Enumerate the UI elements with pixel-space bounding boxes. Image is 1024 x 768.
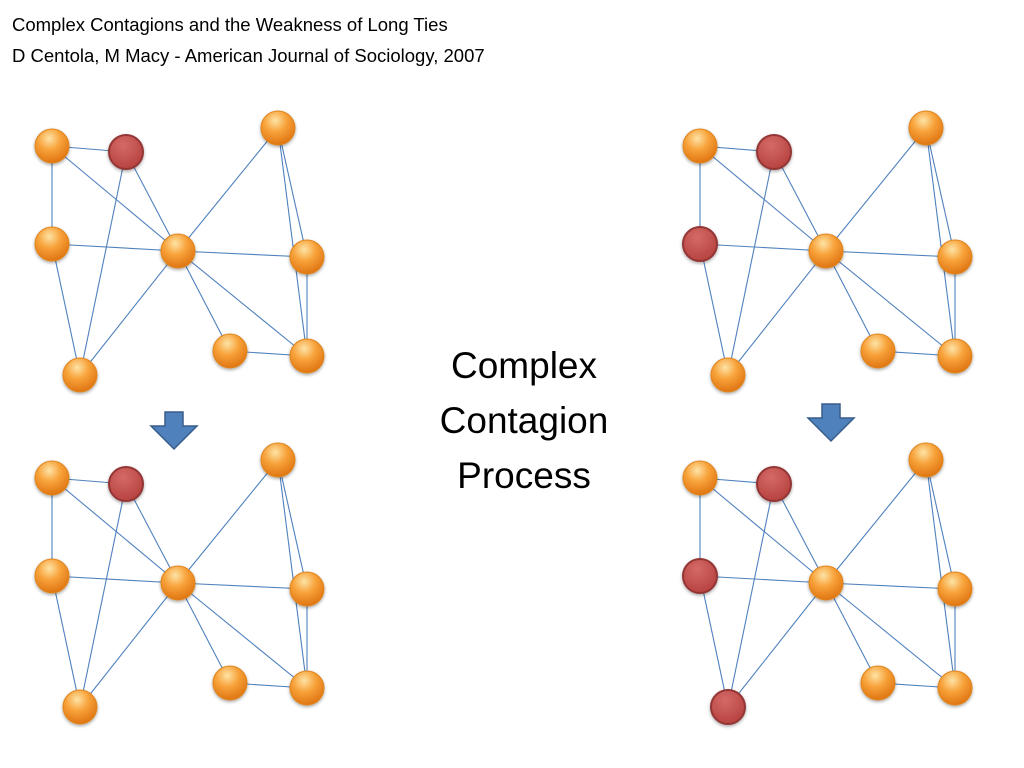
edge-c-d [51,575,81,708]
uninfected-node-e [160,233,196,269]
edge-d-e [727,250,827,376]
edge-b-d [727,151,775,376]
citation: Complex Contagions and the Weakness of L… [12,9,485,71]
uninfected-node-h [289,571,325,607]
uninfected-node-c [34,558,70,594]
uninfected-node-g [212,665,248,701]
edge-e-i [825,250,956,357]
edge-c-e [699,575,827,584]
uninfected-node-d [710,357,746,393]
infected-node-c [682,226,718,262]
network-bottom-right [682,442,973,725]
edge-b-e [773,151,827,252]
caption-line-3: Process [457,455,591,496]
edge-d-e [79,582,179,708]
edge-f-h [277,127,308,258]
edge-e-f [177,459,279,584]
edge-c-d [51,243,81,376]
infected-node-b [108,134,144,170]
edge-b-d [79,483,127,708]
citation-title: Complex Contagions and the Weakness of L… [12,14,448,35]
down-arrow-icon [149,411,199,451]
edge-f-h [277,459,308,590]
uninfected-node-h [937,239,973,275]
edge-b-e [773,483,827,584]
infected-node-b [756,466,792,502]
uninfected-node-d [62,689,98,725]
edge-c-e [51,243,179,252]
edge-f-i [277,127,308,357]
uninfected-node-f [908,442,944,478]
uninfected-node-a [34,128,70,164]
edge-e-g [825,250,879,352]
uninfected-node-e [160,565,196,601]
edge-e-f [825,127,927,252]
edge-e-h [825,250,956,258]
edge-e-h [177,250,308,258]
uninfected-node-i [289,670,325,706]
edge-e-i [825,582,956,689]
edge-f-h [925,127,956,258]
uninfected-node-i [937,338,973,374]
edge-f-i [925,127,956,357]
uninfected-node-c [34,226,70,262]
edge-e-i [177,582,308,689]
caption-line-2: Contagion [439,400,609,441]
uninfected-node-h [289,239,325,275]
down-arrow-icon [806,403,856,443]
edge-a-e [51,477,179,584]
infected-node-d [710,689,746,725]
edge-e-i [177,250,308,357]
edge-d-e [79,250,179,376]
uninfected-node-d [62,357,98,393]
edge-e-g [825,582,879,684]
edge-e-f [177,127,279,252]
uninfected-node-f [908,110,944,146]
edge-c-e [699,243,827,252]
edge-c-d [699,243,729,376]
edge-e-f [825,459,927,584]
infected-node-c [682,558,718,594]
uninfected-node-f [260,110,296,146]
uninfected-node-a [682,128,718,164]
citation-authors: D Centola, M Macy - American Journal of … [12,45,485,66]
edge-d-e [727,582,827,708]
infected-node-b [108,466,144,502]
edge-b-d [79,151,127,376]
edge-e-h [825,582,956,590]
edge-e-g [177,582,231,684]
infected-node-b [756,134,792,170]
uninfected-node-g [212,333,248,369]
edge-b-e [125,483,179,584]
uninfected-node-g [860,333,896,369]
edge-e-h [177,582,308,590]
diagram-caption: Complex Contagion Process [404,338,644,503]
edge-e-g [177,250,231,352]
uninfected-node-f [260,442,296,478]
edge-a-e [51,145,179,252]
uninfected-node-g [860,665,896,701]
edge-c-e [51,575,179,584]
network-top-right [682,110,973,393]
network-bottom-left [34,442,325,725]
edge-b-e [125,151,179,252]
edge-a-e [699,145,827,252]
uninfected-node-i [289,338,325,374]
uninfected-node-a [34,460,70,496]
uninfected-node-h [937,571,973,607]
edge-f-h [925,459,956,590]
caption-line-1: Complex [451,345,597,386]
edge-a-e [699,477,827,584]
uninfected-node-a [682,460,718,496]
edge-c-d [699,575,729,708]
uninfected-node-e [808,233,844,269]
network-top-left [34,110,325,393]
edge-b-d [727,483,775,708]
edge-f-i [277,459,308,689]
uninfected-node-e [808,565,844,601]
uninfected-node-i [937,670,973,706]
edge-f-i [925,459,956,689]
